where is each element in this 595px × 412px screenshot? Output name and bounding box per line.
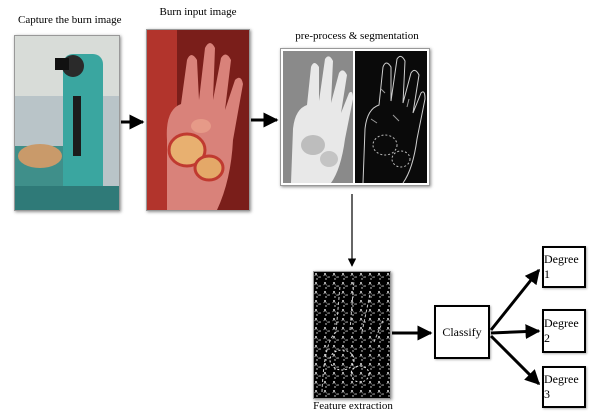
arrow-classify-to-degree-3 xyxy=(491,336,539,384)
arrow-classify-to-degree-2 xyxy=(491,331,539,333)
arrow-classify-to-degree-1 xyxy=(491,270,539,330)
